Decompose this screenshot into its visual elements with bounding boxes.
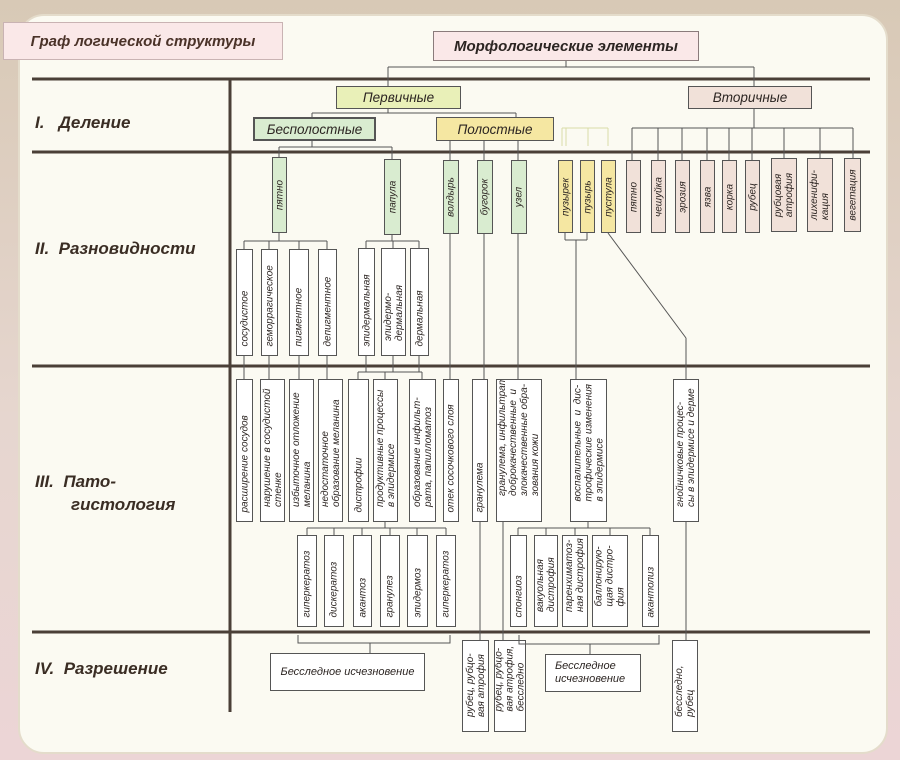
primary-element: пятно	[272, 157, 287, 233]
histology-item: гранулема	[472, 379, 488, 522]
primary-node: Первичные	[336, 86, 461, 109]
papule-variety: эпидермо- дермальная	[381, 248, 406, 356]
cavity-node: Полостные	[436, 117, 554, 141]
row-label-division: I. Деление	[35, 113, 131, 132]
resolution-scar-traceless: рубец, рубцо- вая атрофия, бесследно	[494, 640, 526, 732]
resolution-pustule: бесследно, рубец	[672, 640, 698, 732]
secondary-element: эрозия	[675, 160, 690, 233]
histology-item: отек сосочкового слоя	[443, 379, 459, 522]
histology-item: нарушение в сосудистой стенке	[260, 379, 285, 522]
secondary-node: Вторичные	[688, 86, 812, 109]
secondary-element: рубец	[745, 160, 760, 233]
vesicle-process: паренхиматоз- ная дистрофия	[562, 535, 588, 627]
primary-element: волдырь	[443, 160, 459, 234]
histology-item: дистрофии	[348, 379, 369, 522]
histology-item: гнойничковые процес- сы в эпидермисе и д…	[673, 379, 699, 522]
resolution-traceless: Бесследное исчезновение	[270, 653, 425, 691]
papule-process: акантоз	[353, 535, 372, 627]
histology-item: продуктивные процессы в эпидермисе	[373, 379, 398, 522]
spot-variety: геморрагическое	[261, 249, 278, 356]
histology-item: гранулема, инфильтрат, доброкачественные…	[496, 379, 542, 522]
papule-variety: дермальная	[410, 248, 429, 356]
row-label-resolution: IV. Разрешение	[35, 659, 168, 678]
vesicle-process: акантолиз	[642, 535, 659, 627]
resolution-scar: рубец, рубцо- вая атрофия	[462, 640, 489, 732]
histology-item: избыточное отложение меланина	[289, 379, 314, 522]
row-label-pathohistology: III. Пато- гистология	[35, 472, 176, 514]
papule-process: гранулез	[380, 535, 400, 627]
secondary-element: лихенифи- кация	[807, 158, 833, 232]
papule-process: гиперкератоз	[436, 535, 456, 627]
secondary-element: язва	[700, 160, 715, 233]
secondary-element: пятно	[626, 160, 641, 233]
histology-item: образование инфильт- рата, папилломатоз	[409, 379, 436, 522]
papule-process: гиперкератоз	[297, 535, 317, 627]
page-title: Граф логической структуры	[3, 22, 283, 60]
primary-element: узел	[511, 160, 527, 234]
secondary-element: корка	[722, 160, 737, 233]
primary-element: пузырек	[558, 160, 573, 233]
histology-item: воспалительные и дис- трофические измене…	[570, 379, 607, 522]
vesicle-process: баллонирую- щая дистро- фия	[592, 535, 628, 627]
root-node: Морфологические элементы	[433, 31, 699, 61]
primary-element: папула	[384, 159, 401, 235]
primary-element: пузырь	[580, 160, 595, 233]
secondary-element: чешуйка	[651, 160, 666, 233]
spot-variety: депигментное	[318, 249, 337, 356]
vesicle-process: спонгиоз	[510, 535, 527, 627]
papule-process: эпидермоз	[407, 535, 428, 627]
histology-item: недостаточное образование меланина	[318, 379, 343, 522]
row-label-varieties: II. Разновидности	[35, 239, 196, 258]
papule-process: дискератоз	[324, 535, 344, 627]
spot-variety: пигментное	[289, 249, 309, 356]
papule-variety: эпидермальная	[358, 248, 375, 356]
histology-item: расширение сосудов	[236, 379, 253, 522]
spot-variety: сосудистое	[236, 249, 253, 356]
cavityless-node: Бесполостные	[253, 117, 376, 141]
resolution-traceless-2: Бесследное исчезновение	[545, 654, 641, 692]
primary-element: пустула	[601, 160, 616, 233]
vesicle-process: вакуольная дистрофия	[534, 535, 558, 627]
primary-element: бугорок	[477, 160, 493, 234]
secondary-element: рубцовая атрофия	[771, 158, 797, 232]
secondary-element: вегетация	[844, 158, 861, 232]
